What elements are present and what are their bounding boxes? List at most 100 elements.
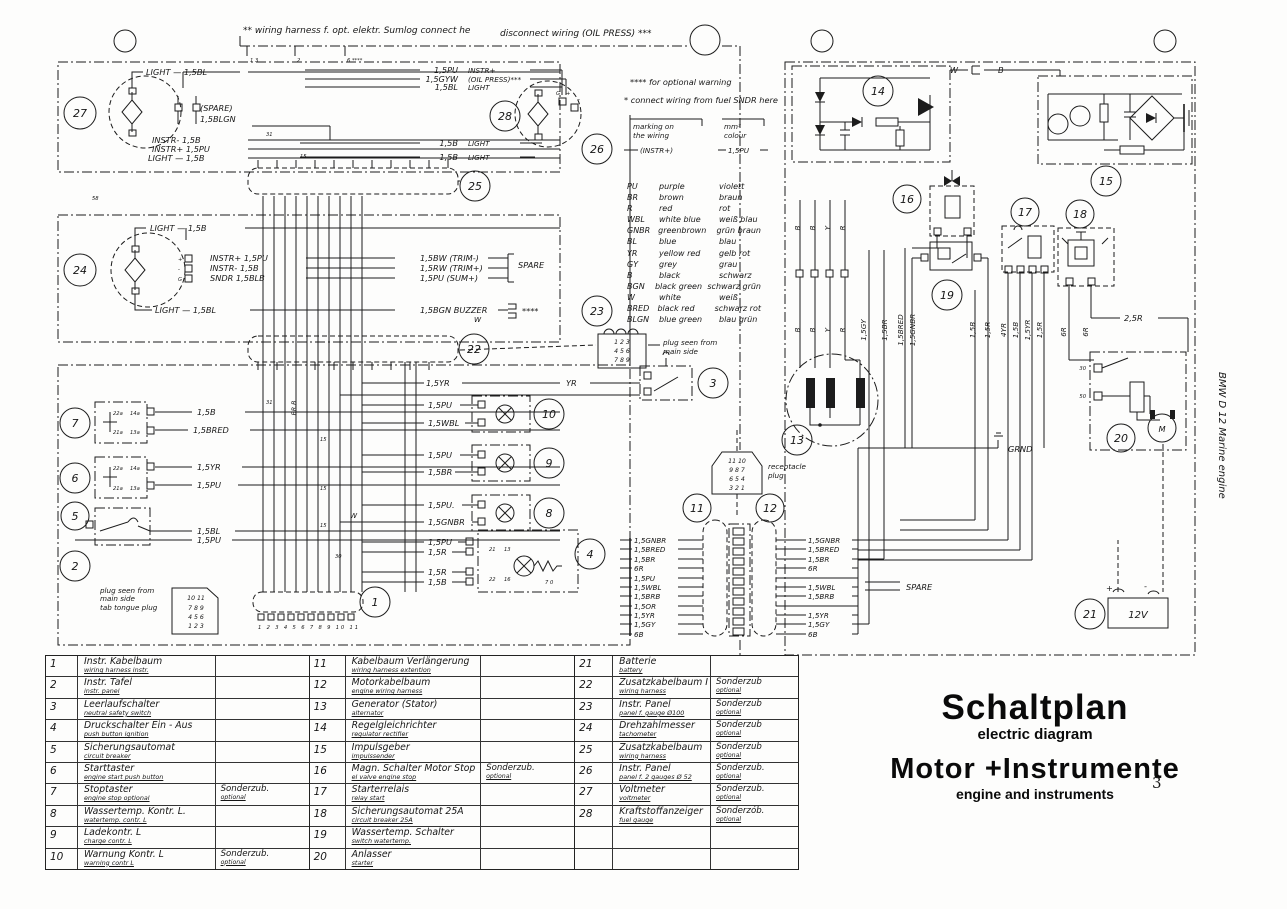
- terminal-label: 22a: [113, 411, 123, 417]
- part-note-de: Sonderzób.: [716, 805, 765, 816]
- legend-english: white: [659, 292, 681, 302]
- plug-pin-row: 1 2 3: [614, 339, 630, 346]
- wire-list-right: 1,5GNBR 1,5BRED 1,5BR 6R 1,5WBL 1,5BRB 1…: [776, 448, 933, 639]
- table-row: 14 Regelgleichrichter regulator rectifie…: [309, 720, 575, 742]
- part-index: 9: [46, 827, 78, 848]
- legend-row: BR brown braun: [627, 192, 761, 203]
- part-name-de: Sicherungsautomat 25A: [351, 805, 464, 817]
- wire-label: 1,5YR: [426, 378, 450, 388]
- wire-label: YR: [566, 378, 577, 388]
- part-note-de: Sonderzub: [716, 720, 762, 731]
- part-note-de: Sonderzub.: [220, 848, 270, 859]
- part-note: [214, 763, 309, 784]
- battery-plus: +: [1106, 583, 1113, 593]
- table-row: 28 Kraftstoffanzeiger fuel gauge Sonderz…: [575, 805, 798, 828]
- part-note: [480, 784, 574, 805]
- wire-label: 1,5BL: [197, 526, 221, 536]
- table-row: 27 Voltmeter voltmeter Sonderzub. option…: [575, 784, 798, 806]
- part-description: Motorkabelbaum engine wiring harness: [346, 677, 481, 697]
- subtitle-en: engine and instruments: [956, 786, 1114, 802]
- part-index: 19: [310, 827, 346, 848]
- part-name-de: Druckschalter Ein - Aus: [84, 720, 193, 732]
- pin-mark: -: [578, 97, 580, 103]
- parts-table-col-2: 11 Kabelbaum Verlängerung wiring harness…: [309, 656, 576, 870]
- part-note: [480, 827, 574, 848]
- part-note-en: optional: [716, 708, 742, 716]
- margin-caption: BMW D 12 Marine engine: [1216, 372, 1227, 499]
- part-name-en: voltmeter: [619, 794, 651, 803]
- wire-label: 1,5BW (TRIM-): [420, 253, 479, 263]
- start-button: 22a 14a 21a 13a 1,5YR 1,5PU: [94, 456, 560, 499]
- part-description: Magn. Schalter Motor Stop el valve engin…: [346, 763, 481, 783]
- part-number: 19: [940, 289, 954, 302]
- legend-row: YR yellow red gelb rot: [627, 248, 761, 259]
- part-description: Ladekontr. L charge contr. L: [78, 827, 215, 847]
- wire-label: 1,5R: [428, 547, 447, 557]
- legend-english: blue green: [659, 315, 703, 325]
- table-row: 8 Wassertemp. Kontr. L. watertemp. contr…: [46, 805, 309, 828]
- legend-english: black red: [657, 304, 695, 314]
- circuit-breaker-25a: 2,5R: [1057, 227, 1189, 361]
- part-number: 4: [587, 548, 594, 561]
- voltmeter-symbol: [108, 75, 182, 149]
- part-note: [710, 848, 798, 870]
- subtitle-de: Motor +Instrumente: [890, 753, 1180, 785]
- part-description: Stoptaster engine stop optional: [78, 784, 215, 804]
- wire-label: 1,5PU: [434, 65, 458, 75]
- plug-pin-row: 1 2 3: [188, 623, 204, 630]
- part-description: Generator (Stator) alternator: [346, 699, 481, 719]
- part-index: 2: [46, 677, 78, 698]
- part-note: Sonderzub optional: [710, 720, 798, 741]
- junction-number: 15: [320, 523, 327, 529]
- part-name-en: engine start push button: [84, 773, 164, 782]
- part-note-en: optional: [220, 858, 246, 866]
- wire-label: INSTR+ 1,5PU: [152, 144, 210, 154]
- table-row: 16 Magn. Schalter Motor Stop el valve en…: [309, 763, 575, 785]
- wire-label: 1,5BRB: [808, 592, 834, 601]
- table-row: 19 Wassertemp. Schalter switch watertemp…: [309, 827, 575, 849]
- legend-row: BRED black red schwarz rot: [627, 303, 761, 314]
- part-number: 25: [468, 180, 482, 193]
- lamp-br: 1,5PU 1,5BR: [362, 444, 531, 482]
- wire-label: 6R: [1059, 327, 1068, 337]
- plug-caption: main side: [663, 347, 699, 356]
- wire-label: 1,5GNBR: [908, 314, 917, 346]
- table-row: 13 Generator (Stator) alternator: [309, 698, 575, 721]
- table-row: 22 Zusatzkabelbaum I wiring harness Sond…: [575, 677, 798, 699]
- lamp-wbl: 1,5PU 1,5WBL: [362, 395, 531, 433]
- wire-label: 1,5BRED: [808, 545, 840, 554]
- terminal-label: 13a: [130, 486, 140, 492]
- part-description: Anlasser starter: [346, 849, 481, 869]
- legend-row: PU purple violett: [627, 181, 761, 192]
- part-name-en: engine stop optional: [84, 794, 150, 803]
- part-note: [214, 698, 309, 720]
- part-description: Instr. Kabelbaum wiring harness instr.: [78, 656, 215, 676]
- part-number: 18: [1073, 208, 1087, 221]
- wire-label: 1,5PU: [428, 450, 452, 460]
- part-note-en: optional: [486, 773, 512, 781]
- part-index: 16: [310, 763, 346, 784]
- legend-english: white blue: [659, 215, 701, 225]
- part-number: 27: [73, 107, 87, 120]
- table-row: 21 Batterie battery: [575, 656, 798, 678]
- part-note-de: Sonderzub.: [716, 763, 765, 774]
- wire-label: 1,5B: [1011, 322, 1020, 338]
- part-name-de: Stoptaster: [84, 784, 133, 796]
- wire-label: 1,5GY: [808, 620, 830, 629]
- part-index: 15: [310, 741, 346, 763]
- lamp-gnbr: 1,5PU. 1,5GNBR W: [340, 494, 531, 532]
- part-number: 17: [1018, 206, 1032, 219]
- wire-label: 6B: [634, 630, 644, 639]
- wire-label: 1,5PU: [428, 400, 452, 410]
- wire-bus: BR.B 31 15 15 15 30 58: [92, 196, 417, 592]
- wire-label: 1,5YR: [197, 462, 221, 472]
- part-index: 27: [575, 784, 614, 805]
- part-note: [214, 656, 309, 677]
- part-name-en: circuit breaker 25A: [351, 815, 413, 824]
- part-name-en: push button ignition: [84, 730, 149, 739]
- part-note: [214, 741, 309, 763]
- title-de: Schaltplan: [941, 688, 1129, 727]
- legend-english: greenbrown: [658, 226, 707, 236]
- pin-mark: G: [178, 277, 182, 283]
- battery-voltage: 12V: [1128, 610, 1149, 621]
